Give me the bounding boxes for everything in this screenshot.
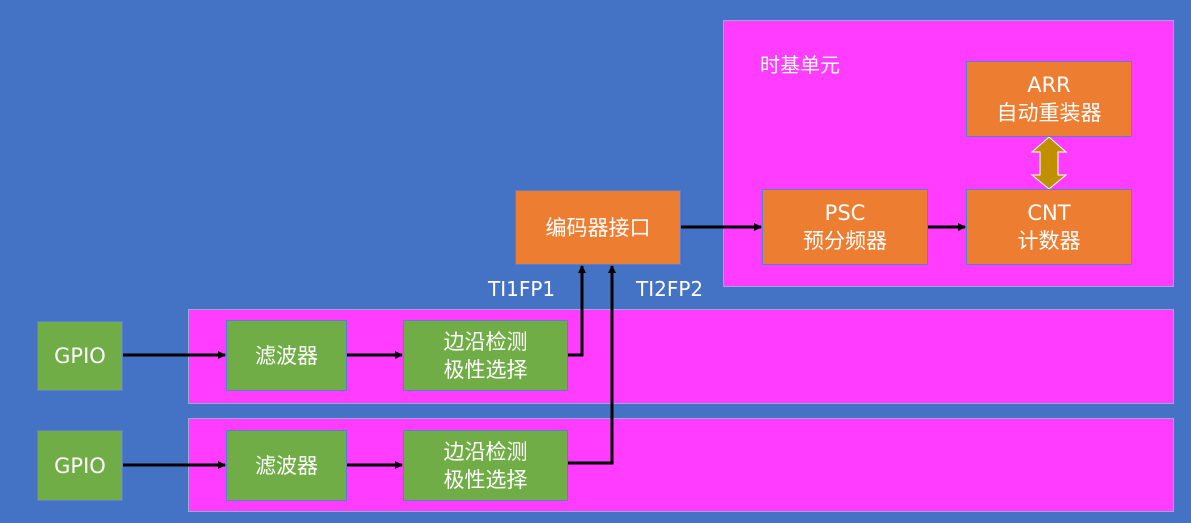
edge-detect-2-label: 边沿检测	[443, 439, 528, 464]
edge-detect-1-label: 边沿检测	[443, 329, 528, 354]
polarity-select-1-label: 极性选择	[443, 357, 528, 382]
filter-2-label: 滤波器	[255, 453, 318, 478]
encoder-interface-label: 编码器接口	[545, 215, 651, 240]
filter-block-1: 滤波器	[226, 320, 347, 391]
arr-label: ARR	[1027, 73, 1071, 97]
arr-sublabel: 自动重装器	[996, 101, 1102, 125]
arr-cnt-double-arrow	[1030, 136, 1068, 190]
gpio-2-label: GPIO	[54, 453, 106, 478]
encoder-interface-block: 编码器接口	[515, 190, 681, 265]
cnt-label: CNT	[1027, 201, 1071, 225]
time-base-unit-title: 时基单元	[760, 53, 840, 77]
gpio-1-label: GPIO	[54, 344, 106, 368]
filter-block-2: 滤波器	[226, 430, 347, 501]
edge-detect-block-2: 边沿检测 极性选择	[403, 430, 568, 501]
psc-block: PSC 预分频器	[762, 189, 928, 265]
gpio-block-2: GPIO	[37, 430, 123, 501]
edge-detect-block-1: 边沿检测 极性选择	[403, 320, 568, 391]
wire-edge1-to-encoder-ti1fp1	[568, 265, 586, 357]
ti1fp1-label: TI1FP1	[488, 277, 556, 301]
gpio-block-1: GPIO	[37, 321, 123, 391]
polarity-select-2-label: 极性选择	[443, 467, 528, 492]
cnt-block: CNT 计数器	[966, 189, 1132, 265]
filter-1-label: 滤波器	[255, 343, 318, 368]
psc-label: PSC	[824, 201, 866, 225]
ti2fp2-label: TI2FP2	[636, 277, 704, 301]
wire-edge2-to-encoder-ti2fp2	[568, 265, 616, 465]
cnt-sublabel: 计数器	[1017, 229, 1081, 253]
arr-block: ARR 自动重装器	[966, 61, 1132, 137]
psc-sublabel: 预分频器	[803, 229, 887, 253]
